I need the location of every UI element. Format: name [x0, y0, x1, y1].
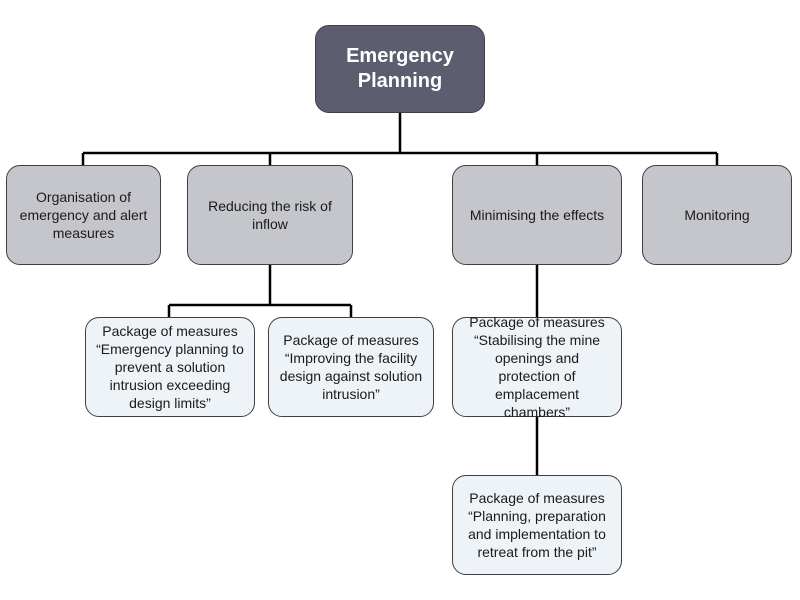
branch-node-label: Reducing the risk of inflow [208, 198, 332, 232]
package-node-improving-design: Package of measures “Improving the facil… [268, 317, 434, 417]
branch-node-monitoring: Monitoring [642, 165, 792, 265]
branch-node-label: Minimising the effects [469, 207, 605, 223]
branch-node-label: Monitoring [684, 207, 750, 223]
root-node-emergency-planning: Emergency Planning [315, 25, 485, 113]
package-node-stabilising: Package of measures “Stabilising the min… [452, 314, 622, 420]
root-node-label: Emergency Planning [346, 45, 454, 92]
package-node-label: Package of measures “Emergency planning … [96, 323, 244, 411]
package-node-label: Package of measures “Improving the facil… [279, 332, 423, 402]
branch-node-reducing-risk: Reducing the risk of inflow [187, 165, 353, 265]
package-node-retreat: Package of measures “Planning, preparati… [452, 475, 622, 575]
branch-node-minimising-effects: Minimising the effects [452, 165, 622, 265]
branch-node-label: Organisation of emergency and alert meas… [19, 189, 148, 241]
package-node-label: Package of measures “Planning, preparati… [468, 490, 606, 560]
package-node-emergency-planning: Package of measures “Emergency planning … [85, 317, 255, 417]
package-node-label: Package of measures “Stabilising the min… [469, 314, 605, 420]
branch-node-organisation: Organisation of emergency and alert meas… [6, 165, 161, 265]
